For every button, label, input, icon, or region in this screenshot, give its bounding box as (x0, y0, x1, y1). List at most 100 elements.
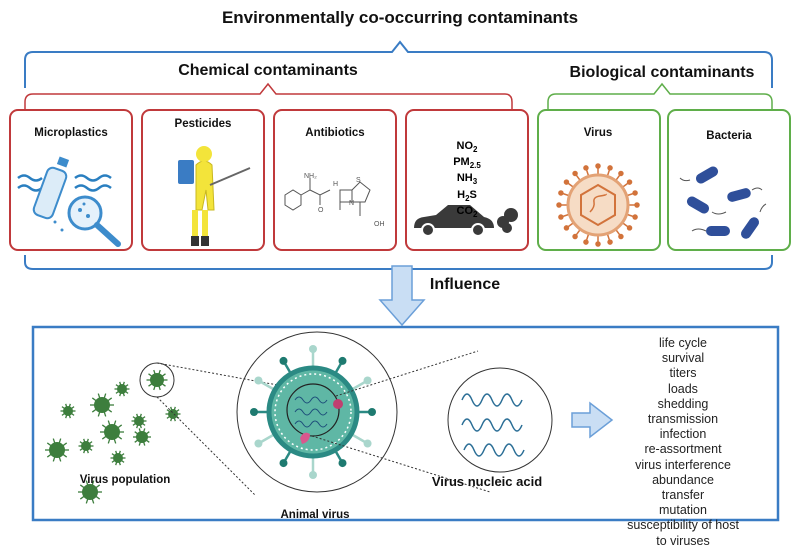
virus-spike-tip (558, 214, 564, 220)
effect-item: survival (661, 351, 705, 366)
bacteria-box (667, 109, 791, 251)
antibiotics-label: Antibiotics (305, 127, 365, 139)
virus-spike-tip (583, 165, 589, 171)
gas-formula: H2S (457, 188, 477, 203)
atom-s: S (356, 177, 361, 184)
virus-particle (146, 369, 168, 391)
virus-icon (556, 163, 640, 247)
effect-item: abundance (652, 472, 714, 487)
virus-spike-tip (572, 233, 578, 240)
bacteria-label: Bacteria (706, 130, 752, 142)
virus-particle (60, 403, 76, 419)
biological-title: Biological contaminants (569, 64, 755, 81)
animal-virus-spike-tip (309, 471, 317, 479)
ampicillin-structure-icon (284, 178, 371, 216)
virus-spike-tip (563, 225, 570, 231)
virus-spike-tip (607, 239, 613, 245)
impact-box (31, 325, 780, 522)
animal-virus-spike (350, 379, 368, 392)
animal-virus-spike (258, 379, 276, 392)
pesticides-label: Pesticides (174, 118, 232, 130)
atom-oh: OH (374, 221, 385, 228)
effect-item: susceptibility of host to viruses (627, 518, 739, 548)
gas-formula: NH3 (456, 172, 478, 187)
effect-item: titers (669, 366, 697, 381)
microplastics-box (9, 109, 133, 251)
atom-nh2: NH₂ (304, 173, 317, 180)
atom-h: H (333, 181, 338, 188)
virus-label: Virus (583, 127, 613, 139)
virus-spike-tip (618, 170, 624, 177)
atom-n: N (349, 200, 354, 207)
virus-population-label: Virus population (79, 474, 171, 486)
plastic-bottle-magnifier-icon (17, 156, 121, 247)
animal-virus-circle (236, 331, 398, 493)
effect-item: re-assortment (644, 442, 722, 457)
nucleic-acid-icon (461, 393, 525, 457)
influence-arrow (378, 265, 426, 327)
virus-spike-tip (626, 225, 633, 231)
virus-spike-tip (626, 179, 633, 185)
pesticides-box (141, 109, 265, 251)
virus-particle (165, 406, 181, 422)
animal-virus-spike-tip (250, 408, 258, 416)
animal-virus-icon (250, 345, 376, 479)
nucleic-acid-label: Virus nucleic acid (431, 474, 543, 489)
virus-particle (114, 381, 130, 397)
effect-item: transmission (647, 412, 719, 427)
animal-virus-spike-tip (338, 356, 347, 365)
car-exhaust-icon (414, 205, 518, 237)
virus-box (537, 109, 661, 251)
virus-particle (110, 450, 126, 466)
virus-spike-tip (618, 233, 624, 240)
nucleic-acid-circle (447, 367, 553, 473)
atom-o: O (318, 207, 324, 214)
effect-item: infection (659, 427, 707, 442)
virus-spike-tip (634, 202, 640, 208)
virus-spike-tip (558, 190, 564, 196)
gas-formula: PM2.5 (453, 156, 481, 171)
virus-spike-tip (572, 170, 578, 177)
virus-spike-tip (607, 165, 613, 171)
hazmat-sprayer-icon (178, 146, 251, 246)
virus-particle (100, 420, 124, 444)
virus-particle (78, 438, 94, 454)
animal-virus-spike-tip (309, 345, 317, 353)
animal-virus-spike-tip (368, 408, 376, 416)
virus-spike-tip (556, 202, 562, 208)
biological-brace (547, 82, 773, 110)
effect-item: mutation (659, 503, 707, 518)
virus-spike-tip (595, 241, 601, 247)
animal-virus-spike-tip (363, 376, 372, 385)
animal-virus-spike-tip (254, 376, 263, 385)
main-title: Environmentally co-occurring contaminant… (221, 8, 579, 27)
virus-particle (90, 393, 114, 417)
animal-virus-spike-tip (338, 459, 347, 468)
antibiotics-box (273, 109, 397, 251)
animal-virus-spike-tip (254, 439, 263, 448)
virus-spike-tip (563, 179, 570, 185)
effect-item: virus interference (635, 457, 731, 472)
bacteria-icon (679, 166, 767, 239)
animal-virus-spike-tip (279, 459, 288, 468)
effects-arrow (571, 401, 614, 439)
gases-box (405, 109, 529, 251)
virus-particle (133, 428, 151, 446)
virus-population-icon (45, 369, 181, 504)
virus-spike-tip (583, 239, 589, 245)
gas-formula: NO2 (456, 140, 478, 155)
virus-particle (131, 413, 147, 429)
animal-virus-spike (258, 432, 276, 445)
virus-spike-tip (595, 163, 601, 169)
microplastics-label: Microplastics (34, 127, 108, 139)
animal-virus-label: Animal virus (280, 509, 350, 521)
animal-virus-spike (350, 432, 368, 445)
virus-particle (78, 480, 102, 504)
top-brace (24, 40, 773, 88)
influence-label: Influence (429, 276, 501, 293)
animal-virus-spike-tip (279, 356, 288, 365)
chemical-title: Chemical contaminants (178, 62, 358, 79)
